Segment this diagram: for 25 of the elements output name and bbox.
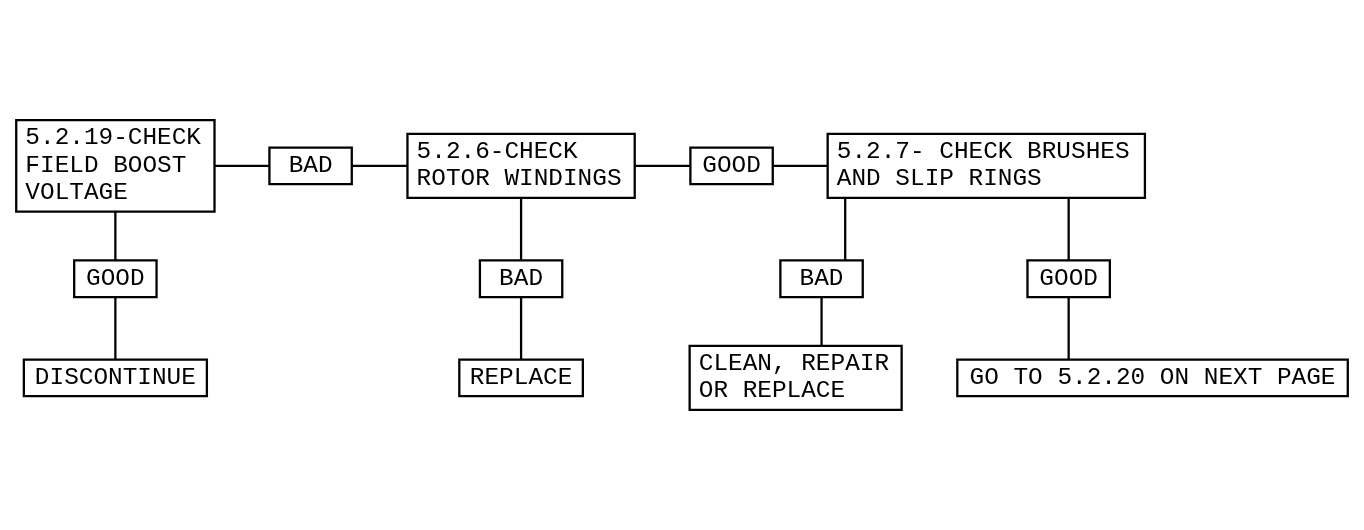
- node-box: BAD: [779, 259, 864, 299]
- connector: [820, 297, 823, 346]
- connector: [634, 164, 691, 167]
- connector: [352, 164, 408, 167]
- node-box: GOOD: [1026, 259, 1111, 299]
- node-box: DISCONTINUE: [22, 358, 209, 398]
- connector: [114, 297, 117, 360]
- connector: [1067, 297, 1070, 360]
- node-box: GOOD: [73, 259, 158, 299]
- connector: [519, 297, 523, 360]
- node-box: 5.2.19-CHECK FIELD BOOST VOLTAGE: [15, 118, 216, 213]
- node-box: GO TO 5.2.20 ON NEXT PAGE: [956, 358, 1349, 398]
- connector: [519, 197, 523, 260]
- connector: [1067, 197, 1070, 260]
- node-box: 5.2.7- CHECK BRUSHES AND SLIP RINGS: [826, 132, 1147, 200]
- node-box: BAD: [268, 146, 353, 186]
- connector: [114, 211, 117, 260]
- node-box: BAD: [478, 259, 564, 299]
- node-box: CLEAN, REPAIR OR REPLACE: [688, 344, 903, 412]
- connector: [773, 164, 828, 167]
- connector: [214, 164, 270, 167]
- node-box: GOOD: [689, 146, 774, 186]
- connector: [844, 197, 847, 260]
- node-box: 5.2.6-CHECK ROTOR WINDINGS: [406, 132, 636, 200]
- node-box: REPLACE: [458, 358, 584, 398]
